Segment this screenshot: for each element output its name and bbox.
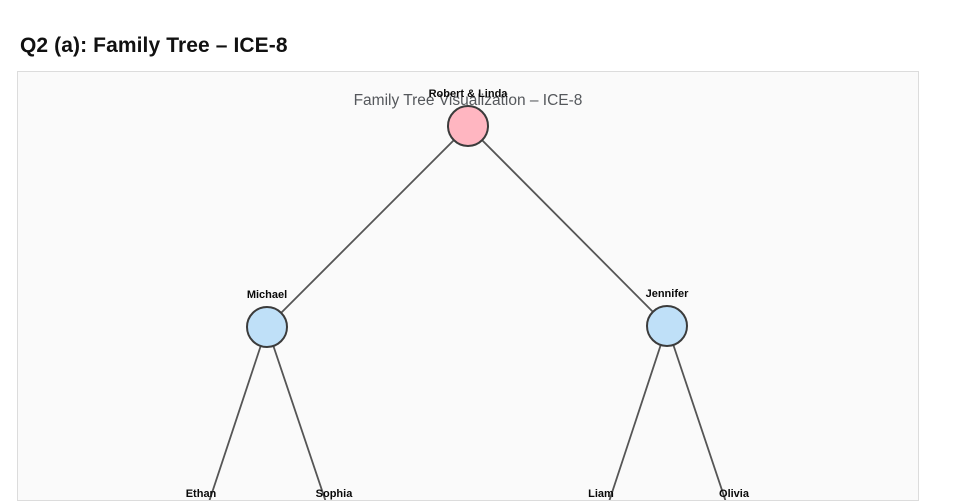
node-circle-robert_linda xyxy=(447,105,489,147)
node-label-robert_linda: Robert & Linda xyxy=(429,88,509,100)
node-label-sophia: Sophia xyxy=(316,488,354,500)
node-label-jennifer: Jennifer xyxy=(646,288,690,300)
tree-edge-michael-ethan xyxy=(208,326,268,500)
tree-edge-michael-sophia xyxy=(266,326,327,500)
chart-title: Family Tree Visualization – ICE-8 xyxy=(354,92,583,109)
tree-edge-jennifer-olivia xyxy=(666,325,727,500)
node-label-olivia: Olivia xyxy=(719,488,750,500)
node-label-michael: Michael xyxy=(247,289,287,301)
tree-edge-robert_linda-jennifer xyxy=(467,125,668,327)
tree-edge-robert_linda-michael xyxy=(266,125,469,328)
page-title: Q2 (a): Family Tree – ICE-8 xyxy=(20,34,288,57)
node-circle-michael xyxy=(246,306,288,348)
node-circle-jennifer xyxy=(646,305,688,347)
node-label-liam: Liam xyxy=(588,488,614,500)
family-tree-diagram: Family Tree Visualization – ICE-8Robert … xyxy=(186,88,750,500)
tree-edge-jennifer-liam xyxy=(608,325,668,500)
node-label-ethan: Ethan xyxy=(186,488,217,500)
